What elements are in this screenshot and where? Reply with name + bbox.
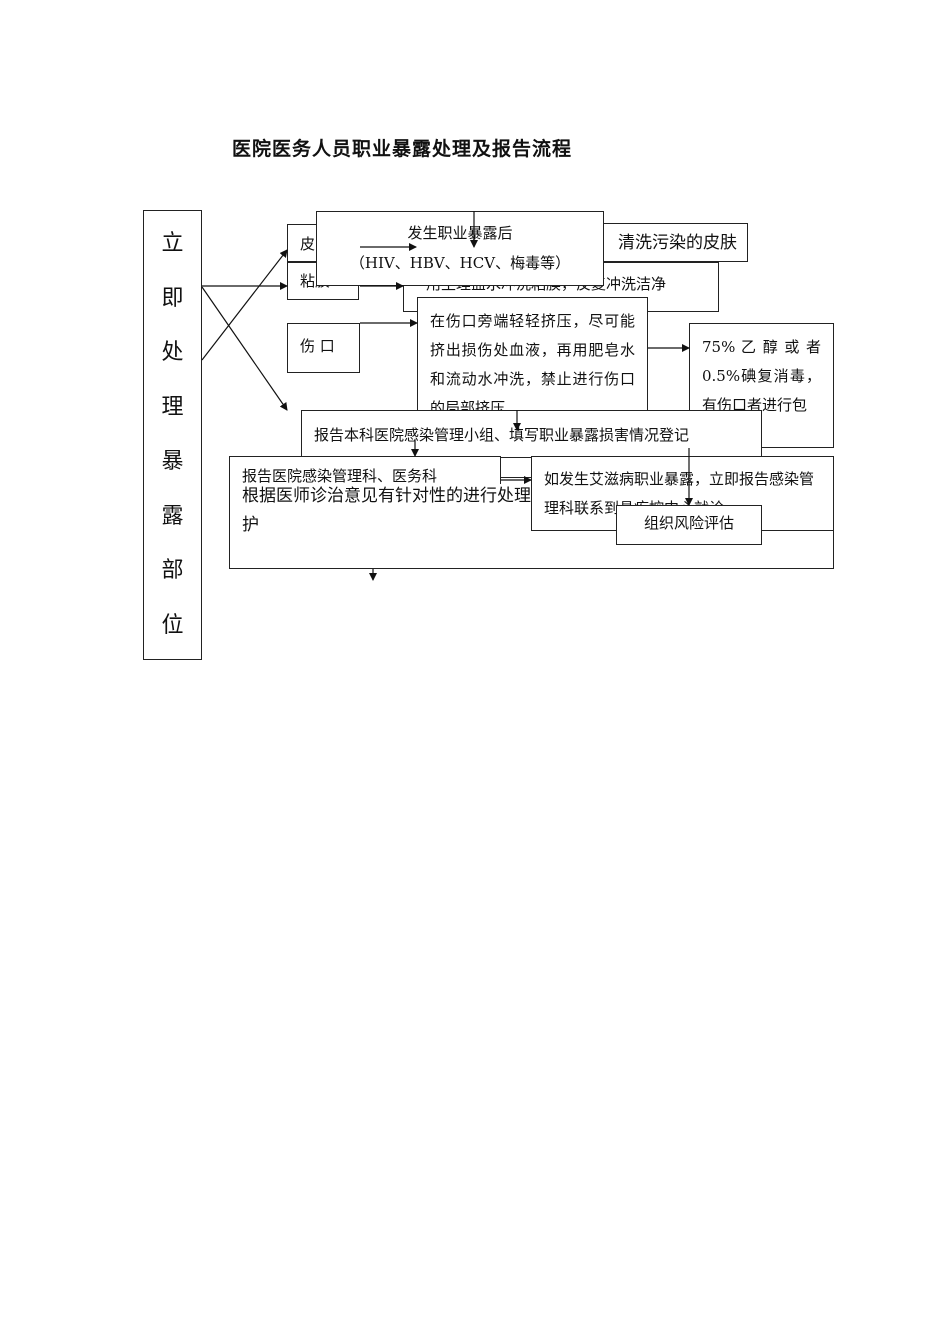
report-department-text: 报告本科医院感染管理小组、填写职业暴露损害情况登记 <box>314 426 690 444</box>
report-department-box: 报告本科医院感染管理小组、填写职业暴露损害情况登记 <box>301 410 762 458</box>
exposure-box: 发生职业暴露后 （HIV、HBV、HCV、梅毒等） <box>316 211 604 286</box>
wound-label: 伤 口 <box>300 337 335 355</box>
immediate-handling-column: 立 即 处 理 暴 露 部 位 <box>143 210 202 660</box>
left-column-char: 处 <box>161 340 184 366</box>
left-column-char: 位 <box>161 612 184 638</box>
left-column-char: 露 <box>161 503 184 529</box>
left-column-char: 暴 <box>161 449 184 475</box>
wound-label-box: 伤 口 <box>287 323 360 373</box>
left-column-char: 立 <box>161 231 184 257</box>
arrow-to-skin <box>201 249 288 361</box>
page-title: 医院医务人员职业暴露处理及报告流程 <box>232 138 573 160</box>
exposure-pathogens: （HIV、HBV、HCV、梅毒等） <box>349 254 571 272</box>
skin-action-text: 清洗污染的皮肤 <box>618 233 737 253</box>
left-column-char: 即 <box>161 285 184 311</box>
risk-assessment-text: 组织风险评估 <box>643 514 734 532</box>
wound-action-box: 在伤口旁端轻轻挤压，尽可能挤出损伤处血液，再用肥皂水和流动水冲洗，禁止进行伤口的… <box>417 297 648 419</box>
left-column-char: 理 <box>161 394 184 420</box>
arrow-to-wound <box>201 286 288 411</box>
left-column-char: 部 <box>161 558 184 584</box>
wound-action-text: 在伤口旁端轻轻挤压，尽可能挤出损伤处血液，再用肥皂水和流动水冲洗，禁止进行伤口的… <box>430 312 635 417</box>
disinfect-text: 75% 乙 醇 或 者 0.5%碘复消毒，有伤口者进行包 <box>702 338 821 414</box>
skin-label: 皮 <box>300 235 316 253</box>
report-hospital-text: 报告医院感染管理科、医务科 <box>242 467 438 484</box>
risk-assessment-box: 组织风险评估 <box>616 505 762 545</box>
report-hospital-box: 报告医院感染管理科、医务科 <box>229 456 501 484</box>
exposure-title: 发生职业暴露后 <box>407 224 513 242</box>
